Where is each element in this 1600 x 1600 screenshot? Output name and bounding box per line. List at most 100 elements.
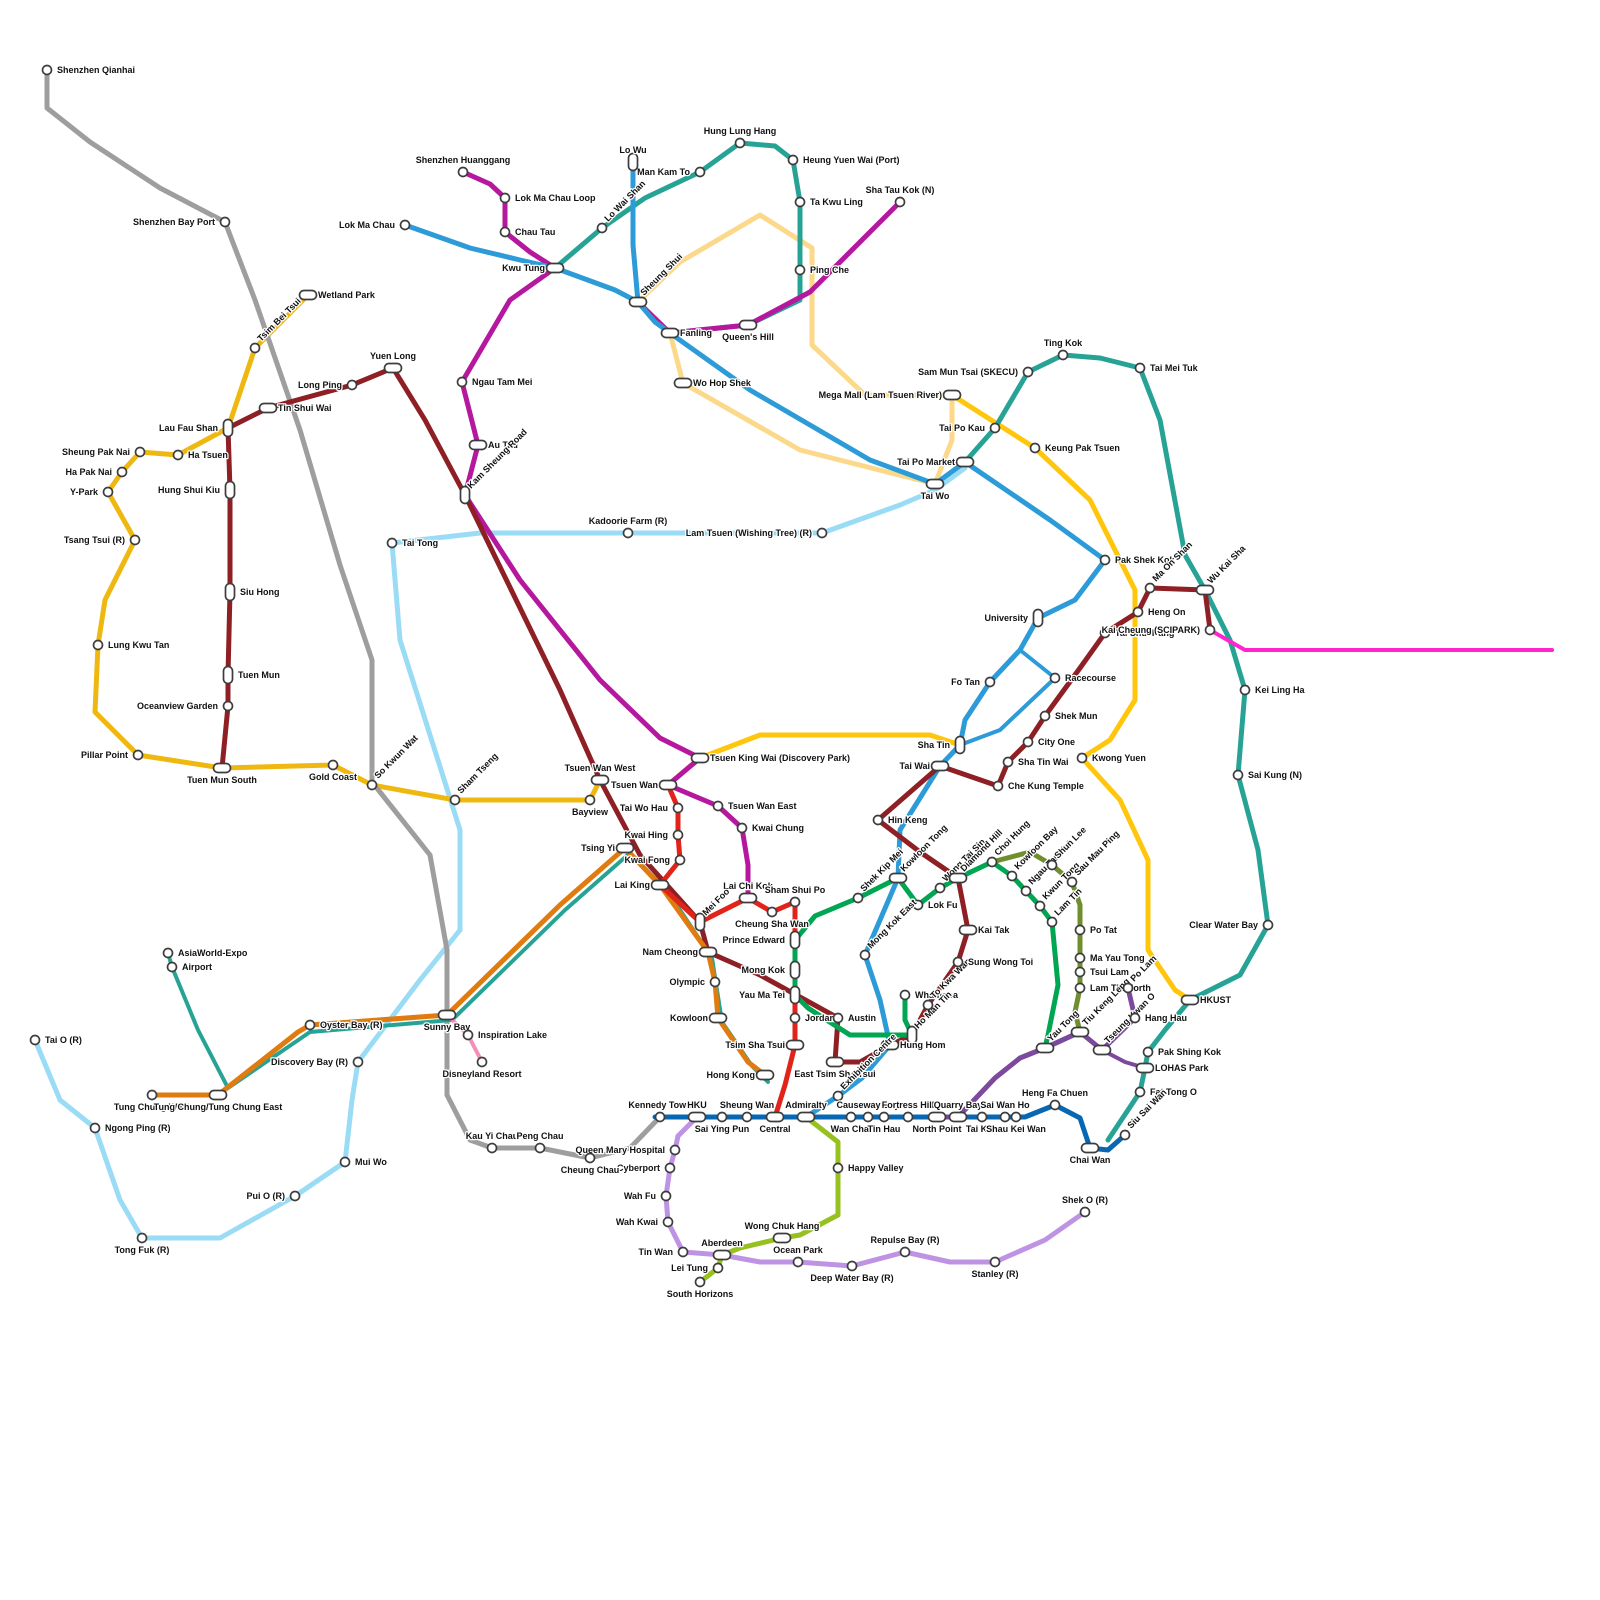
station-marker[interactable] — [825, 1056, 845, 1068]
station-marker[interactable] — [846, 1260, 858, 1272]
station[interactable]: Exhibition Centre — [832, 1030, 899, 1102]
station-marker[interactable] — [672, 802, 684, 814]
station-marker[interactable] — [1057, 349, 1069, 361]
station[interactable]: Prince Edward — [721, 930, 801, 950]
station[interactable]: Hung Hom — [880, 1039, 947, 1051]
station[interactable]: Wong Chuk Hang — [743, 1220, 821, 1244]
station[interactable]: Lo Wai Shan — [596, 177, 649, 234]
station[interactable]: Yuen Long — [369, 350, 417, 374]
station-marker[interactable] — [1119, 1129, 1131, 1141]
station-marker[interactable] — [622, 527, 634, 539]
station[interactable]: Tin Shui Wai — [258, 402, 333, 414]
station[interactable]: Tai Wo Hau — [619, 802, 684, 814]
station[interactable]: Nam Cheong — [641, 946, 718, 958]
station-marker[interactable] — [29, 1034, 41, 1046]
station-marker[interactable] — [249, 342, 261, 354]
station-marker[interactable] — [755, 1069, 775, 1081]
station-marker[interactable] — [462, 1029, 474, 1041]
station-marker[interactable] — [694, 912, 706, 932]
station-marker[interactable] — [459, 485, 471, 505]
station-marker[interactable] — [615, 842, 635, 854]
station[interactable]: Man Kam To — [636, 166, 706, 178]
station[interactable]: Ting Kok — [1043, 337, 1084, 361]
station-marker[interactable] — [457, 166, 469, 178]
station[interactable]: Wah Fu — [623, 1190, 672, 1202]
station[interactable]: Tuen Mun South — [186, 762, 258, 786]
station[interactable]: Tung Chung/Tung Chung East — [152, 1089, 284, 1113]
station[interactable]: Pak Shek Kok — [1099, 554, 1177, 566]
station-marker[interactable] — [1046, 916, 1058, 928]
station-marker[interactable] — [878, 1111, 890, 1123]
station-marker[interactable] — [327, 759, 339, 771]
station[interactable]: Kwai Hing — [623, 829, 684, 841]
station-marker[interactable] — [1144, 582, 1156, 594]
station[interactable]: Sheung Wan — [719, 1099, 775, 1123]
station[interactable]: Y-Park — [69, 486, 114, 498]
station[interactable]: Fortress Hill — [880, 1099, 936, 1123]
station[interactable]: Tai O (R) — [29, 1034, 83, 1046]
station-marker[interactable] — [1035, 1042, 1055, 1054]
station[interactable]: Ta Kwu Ling — [794, 196, 864, 208]
station[interactable]: Hung Lung Hang — [703, 125, 777, 149]
station-marker[interactable] — [1204, 624, 1216, 636]
station[interactable]: Kwu Tung — [501, 262, 565, 274]
station-marker[interactable] — [716, 1111, 728, 1123]
station[interactable]: Tuen Mun — [222, 665, 281, 685]
station-marker[interactable] — [859, 949, 871, 961]
station-marker[interactable] — [899, 1246, 911, 1258]
station[interactable]: AsiaWorld-Expo — [162, 947, 249, 959]
station-marker[interactable] — [948, 872, 968, 884]
station-marker[interactable] — [219, 216, 231, 228]
station-marker[interactable] — [948, 1111, 968, 1123]
station[interactable]: Tsim Sha Tsui — [724, 1039, 805, 1051]
station-marker[interactable] — [672, 829, 684, 841]
station-marker[interactable] — [738, 319, 758, 331]
station-marker[interactable] — [1046, 859, 1058, 871]
station-marker[interactable] — [222, 418, 234, 438]
station[interactable]: Quarry Bay — [932, 1099, 984, 1123]
station[interactable]: Sai Ying Pun — [693, 1111, 751, 1135]
station[interactable]: Lai King — [613, 879, 670, 891]
station[interactable]: Tai Koo — [965, 1111, 1000, 1135]
station[interactable]: Pak Shing Kok — [1142, 1046, 1223, 1058]
station-marker[interactable] — [789, 1012, 801, 1024]
station[interactable]: Shek Mun — [1039, 710, 1099, 722]
station-marker[interactable] — [449, 794, 461, 806]
station-marker[interactable] — [984, 676, 996, 688]
station[interactable]: Ocean Park — [772, 1244, 825, 1268]
station-marker[interactable] — [1039, 710, 1051, 722]
station[interactable]: East Tsim Sha Tsui — [793, 1056, 877, 1080]
station[interactable]: Admiralty — [784, 1099, 828, 1123]
station[interactable]: Jordan — [789, 1012, 836, 1024]
station[interactable]: Tin Wan — [637, 1246, 689, 1258]
station-marker[interactable] — [1239, 684, 1251, 696]
station-marker[interactable] — [1134, 1086, 1146, 1098]
station-marker[interactable] — [708, 1012, 728, 1024]
station-marker[interactable] — [955, 456, 975, 468]
station[interactable]: Racecourse — [1049, 672, 1117, 684]
station[interactable]: Fat Tong O — [1134, 1086, 1198, 1098]
station-marker[interactable] — [166, 961, 178, 973]
station[interactable]: Tsuen Wan — [610, 779, 678, 791]
station-marker[interactable] — [894, 196, 906, 208]
station[interactable]: Tung Chung West — [113, 1089, 191, 1113]
station-marker[interactable] — [952, 956, 964, 968]
station[interactable]: Sung Wong Toi — [952, 956, 1034, 968]
station[interactable]: Ngong Ping (R) — [89, 1122, 172, 1134]
station-marker[interactable] — [862, 1111, 874, 1123]
station-marker[interactable] — [986, 856, 998, 868]
station-marker[interactable] — [673, 377, 693, 389]
station-marker[interactable] — [734, 137, 746, 149]
station-marker[interactable] — [134, 446, 146, 458]
station[interactable]: Sha Tau Kok (N) — [864, 184, 936, 208]
station-marker[interactable] — [1076, 752, 1088, 764]
station-marker[interactable] — [224, 582, 236, 602]
station[interactable]: Tai Po Market — [896, 456, 975, 468]
station[interactable]: Sai Wan Ho — [979, 1099, 1031, 1123]
station[interactable]: Tsuen Wan West — [563, 762, 637, 786]
station[interactable]: Tai Shui Hang — [1099, 627, 1176, 639]
station[interactable]: Pillar Point — [80, 749, 144, 761]
station-marker[interactable] — [1066, 876, 1078, 888]
station-marker[interactable] — [437, 1009, 457, 1021]
station-marker[interactable] — [289, 1190, 301, 1202]
